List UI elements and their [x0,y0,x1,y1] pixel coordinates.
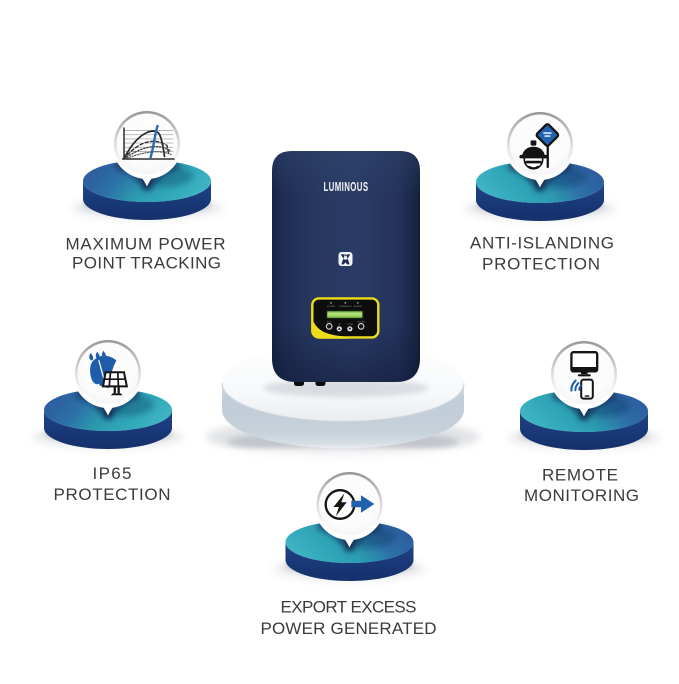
svg-text:UP: UP [338,324,342,326]
svg-text:ESC: ESC [327,321,332,323]
svg-text:EXPORT EXCESS: EXPORT EXCESS [281,598,417,617]
svg-text:POWER GENERATED: POWER GENERATED [261,619,437,638]
svg-text:ENTER: ENTER [358,321,366,323]
svg-text:POINT TRACKING: POINT TRACKING [72,254,221,273]
svg-text:REMOTE: REMOTE [542,466,618,485]
svg-text:ALARM: ALARM [354,305,362,308]
svg-text:LUMINOUS: LUMINOUS [324,180,369,194]
svg-text:ANTI-ISLANDING: ANTI-ISLANDING [470,234,614,253]
svg-text:DOWN: DOWN [347,324,354,326]
svg-text:OPERATION: OPERATION [339,305,352,308]
svg-text:IP65: IP65 [93,464,132,483]
svg-text:POWER: POWER [327,306,336,308]
svg-text:MONITORING: MONITORING [524,486,639,505]
svg-text:PROTECTION: PROTECTION [482,255,600,274]
svg-text:PROTECTION: PROTECTION [54,485,171,504]
svg-text:MAXIMUM POWER: MAXIMUM POWER [66,234,226,253]
